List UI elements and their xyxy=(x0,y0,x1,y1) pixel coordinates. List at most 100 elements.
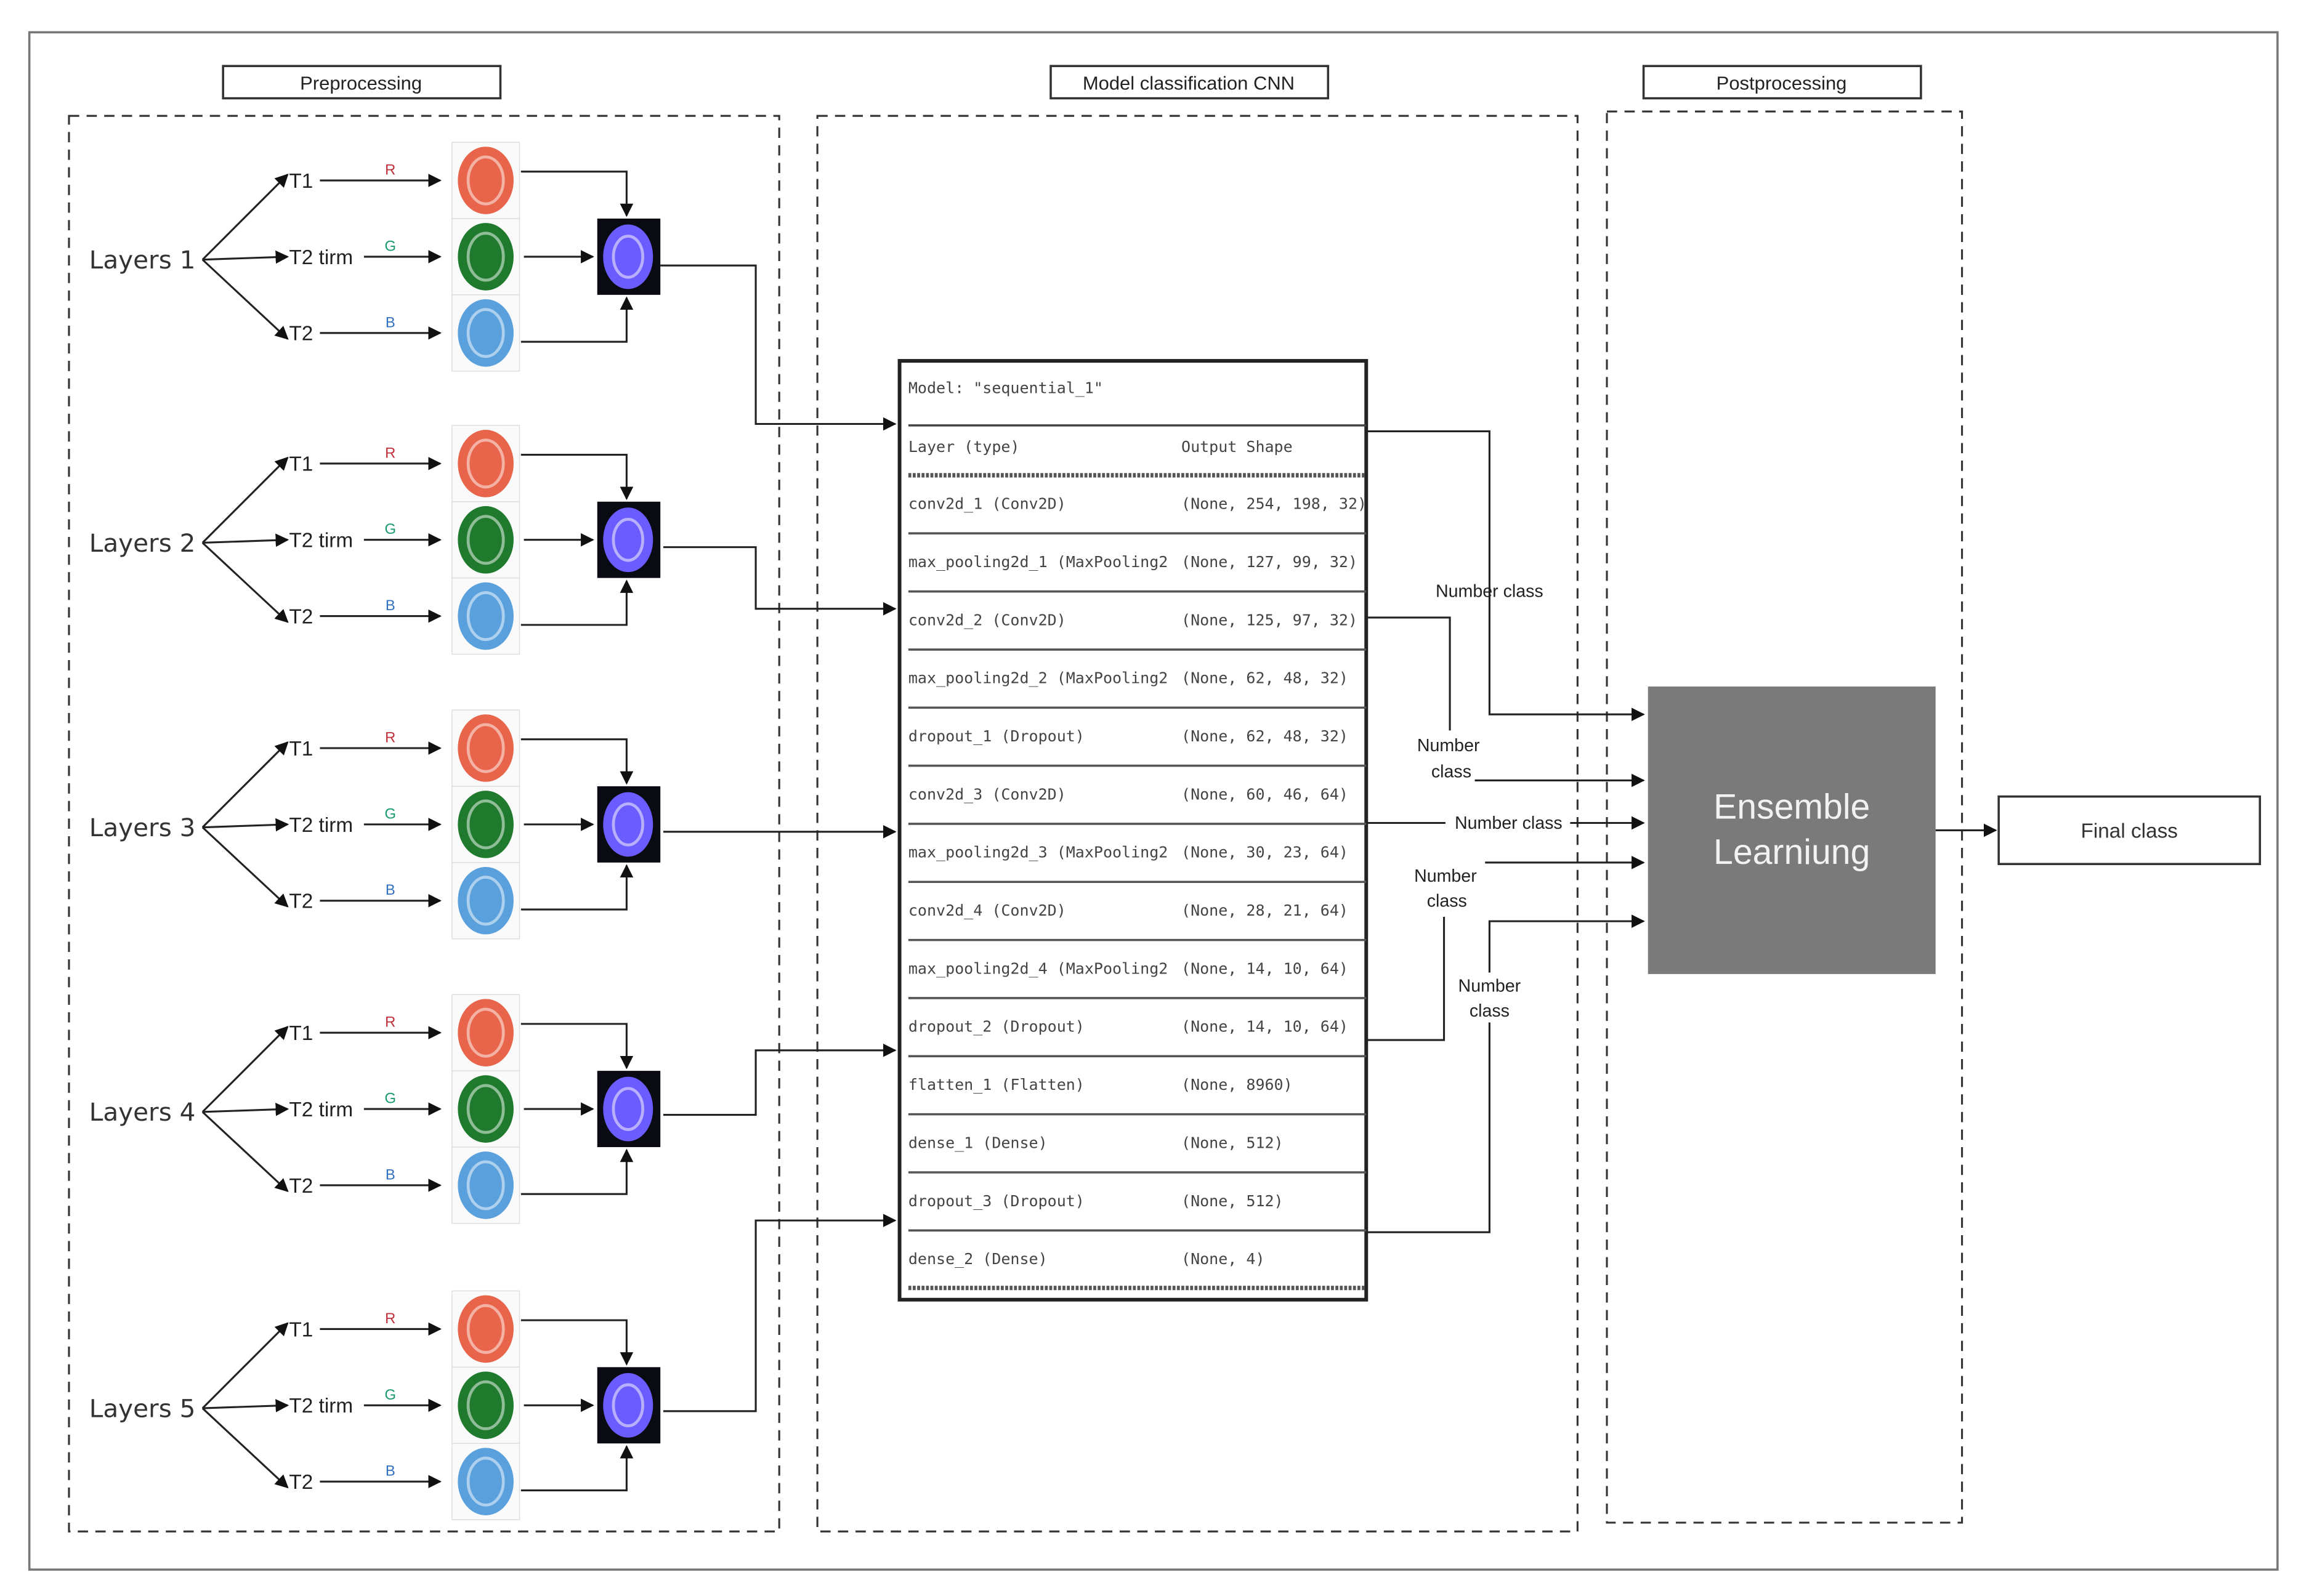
model-row: conv2d_1 (Conv2D)(None, 254, 198, 32) xyxy=(908,495,1367,535)
row-layer-type: dropout_2 (Dropout) xyxy=(908,1018,1085,1036)
ensemble-learning-box: Ensemble Learniung xyxy=(1648,686,1936,974)
input-label: T1 xyxy=(289,1318,313,1341)
row-output-shape: (None, 512) xyxy=(1181,1134,1284,1151)
model-row: dense_1 (Dense)(None, 512) xyxy=(908,1134,1367,1174)
channel-label: R xyxy=(385,1014,395,1031)
merge-arrow xyxy=(520,579,634,626)
input-label: T1 xyxy=(289,453,313,476)
ensemble-label-line2: Learniung xyxy=(1713,832,1870,872)
branch-arrow xyxy=(202,818,289,832)
row-layer-type: dropout_3 (Dropout) xyxy=(908,1192,1085,1210)
model-row: dropout_2 (Dropout)(None, 14, 10, 64) xyxy=(908,1018,1367,1058)
input-label: T2 tirm xyxy=(289,530,353,552)
model-row: dropout_1 (Dropout) (None, 62, 48, 32) xyxy=(908,727,1367,767)
mri-thumbnail xyxy=(451,142,520,219)
row-layer-type: max_pooling2d_2 (MaxPooling2 xyxy=(908,669,1168,687)
model-row: max_pooling2d_4 (MaxPooling2(None, 14, 1… xyxy=(908,959,1367,999)
output-connector-1 xyxy=(1366,430,1645,722)
merge-arrow xyxy=(520,738,634,785)
mri-thumbnail xyxy=(451,425,520,502)
layer-label: Layers 4 xyxy=(89,1097,196,1127)
model-row: conv2d_3 (Conv2D)(None, 60, 46, 64) xyxy=(908,785,1367,825)
model-row: conv2d_2 (Conv2D) (None, 125, 97, 32) xyxy=(908,611,1367,651)
merge-arrow xyxy=(520,1023,634,1070)
mri-thumbnail xyxy=(451,862,520,940)
channel-label: G xyxy=(385,521,397,538)
mri-thumbnail xyxy=(451,1290,520,1368)
number-class-label-2b: class xyxy=(1431,762,1471,782)
mri-thumbnail xyxy=(451,1070,520,1148)
row-output-shape: (None, 125, 97, 32) xyxy=(1181,611,1357,629)
row-output-shape: (None, 4) xyxy=(1181,1250,1264,1268)
input-label: T2 tirm xyxy=(289,1098,353,1121)
mri-thumbnail xyxy=(451,218,520,296)
row-layer-type: conv2d_3 (Conv2D) xyxy=(908,785,1066,803)
merge-arrow xyxy=(520,296,634,343)
preprocessing-header: Preprocessing xyxy=(222,65,502,100)
channel-label: B xyxy=(386,314,395,331)
layer-label: Layers 1 xyxy=(89,245,196,275)
input-label: T1 xyxy=(289,738,313,760)
fused-rgb-image xyxy=(597,218,661,295)
channel-label: B xyxy=(386,1463,395,1480)
mri-thumbnail xyxy=(451,577,520,655)
input-label: T2 xyxy=(289,890,313,913)
row-layer-type: max_pooling2d_1 (MaxPooling2 xyxy=(908,553,1168,571)
model-row: dense_2 (Dense)(None, 4) xyxy=(908,1250,1265,1268)
mri-thumbnail xyxy=(451,501,520,579)
row-output-shape: (None, 28, 21, 64) xyxy=(1181,901,1348,919)
merge-arrow xyxy=(520,1148,634,1195)
model-row: max_pooling2d_2 (MaxPooling2 (None, 62, 4… xyxy=(908,669,1367,709)
row-output-shape: (None, 14, 10, 64) xyxy=(1181,959,1348,977)
row-layer-type: flatten_1 (Flatten) xyxy=(908,1076,1085,1094)
row-layer-type: max_pooling2d_3 (MaxPooling2 xyxy=(908,844,1168,861)
row-output-shape: (None, 30, 23, 64) xyxy=(1181,844,1348,861)
channel-label: G xyxy=(385,238,397,254)
branch-arrow xyxy=(201,542,289,623)
model-summary-table: Model: "sequential_1" Layer (type) Outpu… xyxy=(897,359,1369,1302)
preprocessing-panel xyxy=(68,115,780,1533)
row-layer-type: conv2d_2 (Conv2D) xyxy=(908,611,1066,629)
row-layer-type: dropout_1 (Dropout) xyxy=(908,727,1085,745)
channel-label: G xyxy=(385,1090,397,1107)
mri-thumbnail xyxy=(451,1443,520,1520)
branch-arrow xyxy=(201,173,289,260)
input-label: T2 xyxy=(289,606,313,629)
row-output-shape: (None, 62, 48, 32) xyxy=(1181,727,1348,745)
input-label: T2 tirm xyxy=(289,246,353,269)
input-label: T2 xyxy=(289,1175,313,1198)
merge-arrow xyxy=(520,1445,634,1492)
output-connector-5 xyxy=(1366,1022,1490,1233)
postprocessing-title: Postprocessing xyxy=(1717,72,1847,94)
fused-rgb-image xyxy=(597,786,661,863)
row-output-shape: (None, 512) xyxy=(1181,1192,1284,1210)
number-class-label-2a: Number xyxy=(1417,736,1480,756)
row-layer-type: conv2d_4 (Conv2D) xyxy=(908,901,1066,919)
branch-arrow xyxy=(202,1399,289,1413)
number-class-label-5a: Number xyxy=(1458,976,1521,996)
final-class-label: Final class xyxy=(2081,820,2178,842)
mri-thumbnail xyxy=(451,294,520,372)
row-output-shape: (None, 62, 48, 32) xyxy=(1181,669,1348,687)
channel-label: B xyxy=(386,1166,395,1183)
layer-label: Layers 3 xyxy=(89,813,196,842)
connector-layer4 xyxy=(663,1043,897,1116)
merge-arrow xyxy=(520,864,634,911)
number-class-label-4a: Number xyxy=(1414,866,1477,886)
model-row: dropout_3 (Dropout) (None, 512) xyxy=(908,1192,1367,1232)
mri-thumbnail xyxy=(451,1366,520,1444)
connector-layer5 xyxy=(663,1214,897,1413)
branch-arrow xyxy=(201,1111,289,1192)
mri-thumbnail xyxy=(451,786,520,863)
connector-layer2 xyxy=(663,546,897,616)
input-label: T1 xyxy=(289,1022,313,1045)
connectors xyxy=(660,264,1997,1413)
output-connector-2 xyxy=(1366,616,1451,731)
mri-thumbnail xyxy=(451,709,520,787)
output-connector-4b xyxy=(1366,916,1446,1041)
branch-arrow xyxy=(201,259,289,340)
